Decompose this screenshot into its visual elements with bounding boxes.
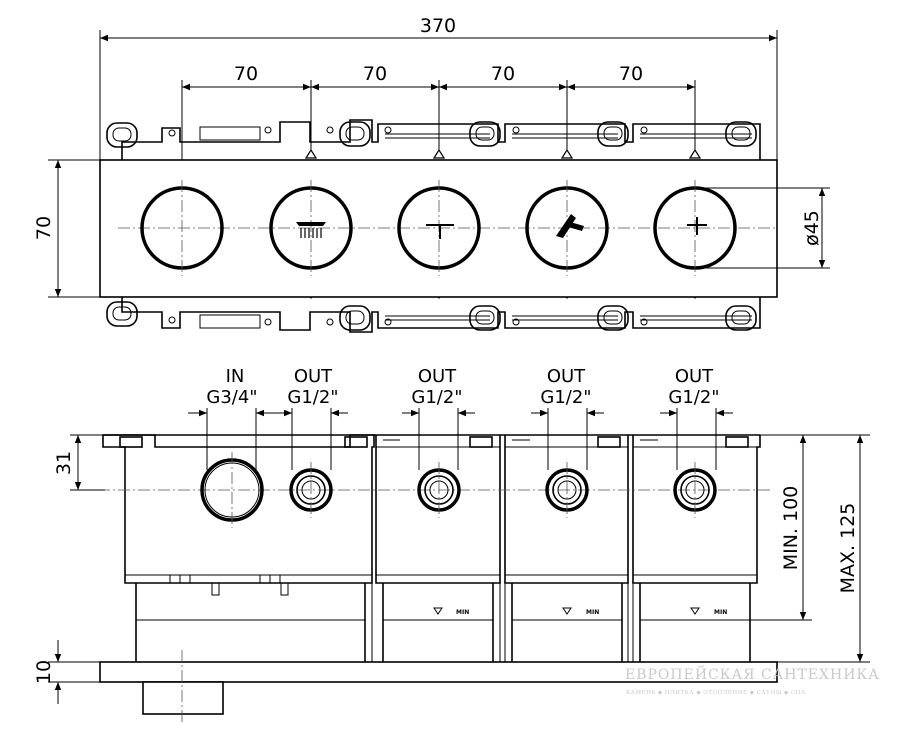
port-4-thread: G1/2": [540, 387, 591, 408]
port-3-thread: G1/2": [411, 387, 462, 408]
watermark: ЕВРОПЕЙСКАЯ САНТЕХНИКА КАМЕНЬ ◆ ПЛИТКА ◆…: [625, 664, 880, 696]
min-mark-2: MIN: [586, 609, 599, 616]
port-4-type: OUT: [547, 366, 586, 387]
port-1-thread: G3/4": [206, 387, 257, 408]
spacing-label-1: 70: [234, 63, 258, 85]
knob-4: [525, 180, 609, 276]
plate-thickness-label: 10: [33, 660, 55, 684]
spacing-label-2: 70: [363, 63, 387, 85]
port-2-thread: G1/2": [287, 387, 338, 408]
knob-2: [269, 180, 353, 276]
overall-width-dimension: 370: [99, 15, 778, 160]
min-mark-3: MIN: [714, 609, 727, 616]
port-out-2: [417, 462, 461, 518]
knob-diameter-label: ø45: [801, 210, 823, 246]
valve-body-outline: [102, 434, 761, 596]
plate-thickness-dimension: 10: [33, 640, 100, 704]
top-view: 370 70 70 70 70: [33, 15, 830, 333]
min-depth-dimension: MIN. 100: [750, 434, 870, 621]
port-2-type: OUT: [294, 366, 333, 387]
port-5-type: OUT: [675, 366, 714, 387]
side-offset-dimension: 31: [53, 434, 105, 491]
side-view: IN G3/4" OUT G1/2" OUT G1/2" OUT G1/2" O…: [33, 366, 880, 725]
spout-icon: [426, 224, 454, 239]
plate-height-label: 70: [33, 216, 55, 240]
port-out-1: [289, 462, 333, 518]
hand-shower-icon: [556, 214, 584, 238]
watermark-title: ЕВРОПЕЙСКАЯ САНТЕХНИКА: [625, 664, 880, 683]
port-5-thread: G1/2": [668, 387, 719, 408]
side-offset-label: 31: [53, 451, 75, 475]
plate-height-dimension: 70: [33, 159, 100, 298]
max-depth-label: MAX. 125: [837, 503, 859, 594]
spacing-label-4: 70: [619, 63, 643, 85]
tap-icon: [687, 217, 707, 235]
port-1-type: IN: [226, 366, 245, 387]
extension-sleeves: MIN MIN MIN: [135, 583, 751, 662]
overall-width-label: 370: [420, 15, 456, 37]
knob-1: [140, 180, 224, 276]
handle-stub: [142, 681, 224, 715]
port-out-4: [673, 462, 717, 518]
spacing-label-3: 70: [491, 63, 515, 85]
min-depth-label: MIN. 100: [780, 486, 802, 571]
watermark-subtitle: КАМЕНЬ ◆ ПЛИТКА ◆ ОТОПЛЕНИЕ ◆ САУНЫ ◆ СП…: [626, 690, 806, 696]
shower-head-icon: [296, 222, 326, 238]
port-in: [200, 452, 264, 528]
port-out-3: [545, 462, 589, 518]
max-depth-dimension: MAX. 125: [777, 435, 870, 663]
port-3-type: OUT: [418, 366, 457, 387]
min-mark-1: MIN: [456, 609, 469, 616]
port-width-dimensions: [188, 408, 733, 470]
knob-diameter-dimension: ø45: [695, 187, 830, 269]
knob-3: [397, 180, 481, 276]
cover-plate-front: [99, 159, 778, 298]
cover-plate-side: [99, 661, 778, 683]
port-labels: IN G3/4" OUT G1/2" OUT G1/2" OUT G1/2" O…: [206, 366, 719, 408]
spacing-dimension: 70 70 70 70: [181, 63, 696, 200]
